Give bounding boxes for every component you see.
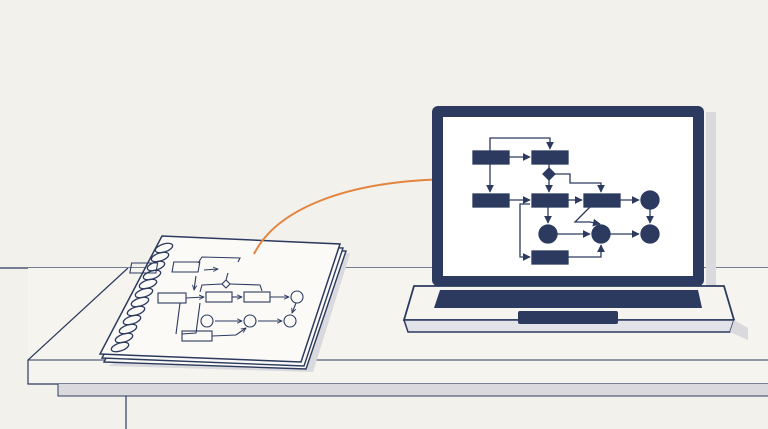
spiral-binding xyxy=(110,242,174,353)
spiral-notebook-icon xyxy=(98,235,350,372)
keyboard xyxy=(434,290,702,308)
laptop-icon xyxy=(402,106,748,340)
trackpad xyxy=(518,311,618,324)
hand-drawn-flowchart-icon xyxy=(129,256,304,342)
flowchart-icon xyxy=(472,137,660,265)
